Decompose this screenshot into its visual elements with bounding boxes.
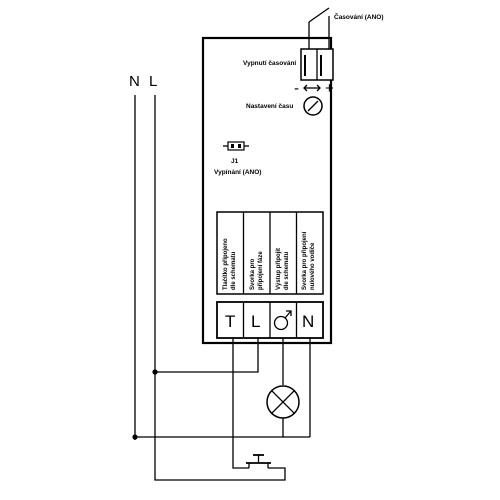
minus-sign: - <box>294 80 299 97</box>
time-setting-label: Nastavení času <box>246 103 293 110</box>
jumper-label: J1 <box>231 158 239 165</box>
jumper-pin-left <box>231 144 234 148</box>
svg-text:dle schematu: dle schematu <box>231 251 237 290</box>
column-tlacitko: Tlačítko připojeno dle schematu <box>223 238 237 290</box>
timing-label: Časování (ANO) <box>334 12 383 21</box>
column-nulovy: Svorka pro připojení nulového vodiče <box>302 231 316 290</box>
phase-label: L <box>149 73 157 90</box>
timing-switch <box>308 7 330 23</box>
jumper-pin-right <box>238 144 241 148</box>
adjust-arrow-right-head <box>316 84 321 92</box>
svg-text:připojení fáze: připojení fáze <box>258 251 264 290</box>
svg-text:Svorka pro připojení: Svorka pro připojení <box>302 231 308 290</box>
column-faze: Svorka pro připojení fáze <box>250 251 264 290</box>
junction-phase <box>152 369 158 375</box>
shutoff-label: Vypínání (ANO) <box>214 169 261 176</box>
svg-text:Svorka pro: Svorka pro <box>250 258 256 290</box>
terminal-l: L <box>251 312 260 331</box>
push-button-icon <box>246 454 271 468</box>
column-vystup: Výstup připojit dle schematu <box>276 248 290 290</box>
adjust-arrow-left-head <box>303 84 308 92</box>
terminal-t: T <box>225 312 235 331</box>
wire-l-to-phase <box>155 338 259 373</box>
device-housing <box>201 36 333 345</box>
terminal-n: N <box>302 312 314 331</box>
svg-text:nulového vodiče: nulového vodiče <box>310 242 316 290</box>
terminal-output-icon <box>273 310 292 331</box>
wire-lamp-to-neutral <box>135 418 284 438</box>
timing-off-label: Vypnutí časování <box>243 60 296 67</box>
knob-indicator-icon <box>307 100 319 112</box>
svg-text:dle schematu: dle schematu <box>284 251 290 290</box>
jumper-j1 <box>227 141 245 151</box>
lamp-icon <box>266 385 300 419</box>
junction-neutral <box>132 434 138 440</box>
svg-text:Tlačítko připojeno: Tlačítko připojeno <box>223 238 229 290</box>
neutral-label: N <box>129 73 140 90</box>
wire-button-to-phase <box>154 440 286 481</box>
plus-sign: + <box>325 80 334 97</box>
svg-text:Výstup připojit: Výstup připojit <box>276 248 282 290</box>
wire-t-to-button <box>232 338 249 469</box>
